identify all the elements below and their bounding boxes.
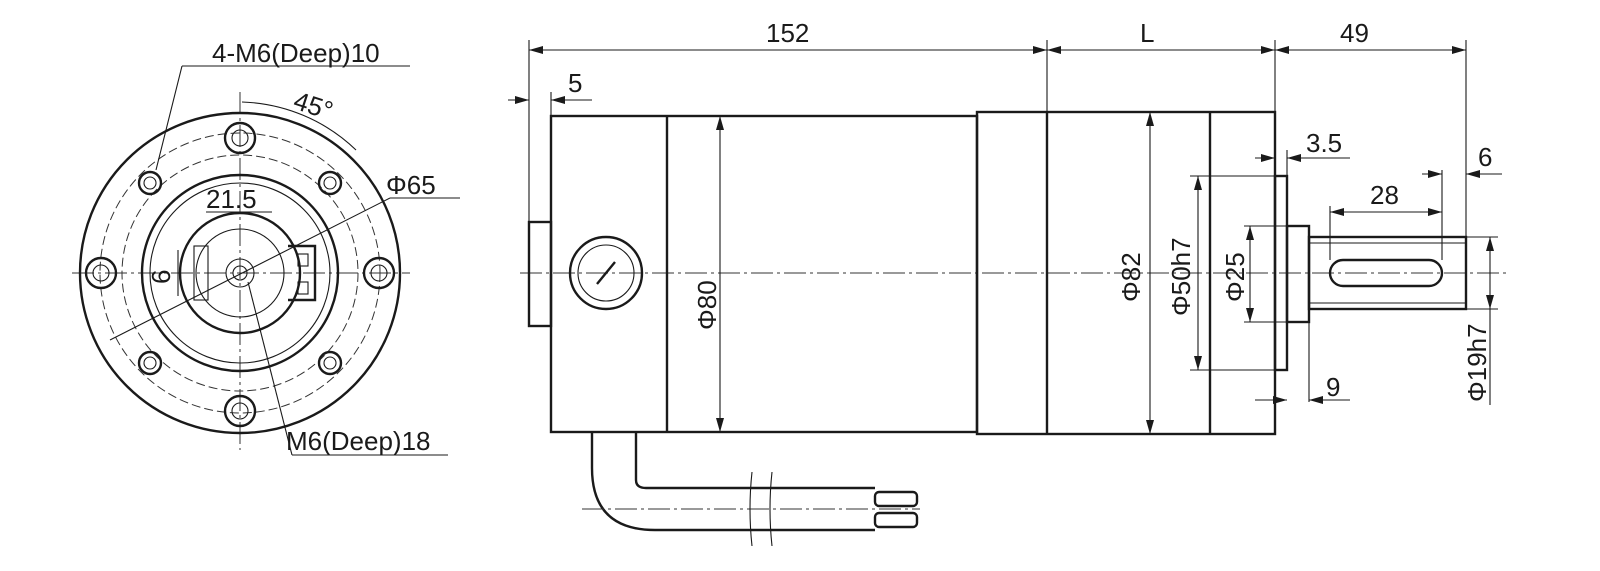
shaft-length-label: 49 [1340,18,1369,48]
output-shaft [1307,235,1468,311]
pilot-thickness-label: 3.5 [1306,128,1342,158]
gearbox-length-label: L [1140,18,1154,48]
key-length-label: 28 [1370,180,1399,210]
arrowheads [515,46,1494,434]
gearbox-diameter-label: Φ82 [1116,252,1146,302]
pilot-inner-ring [149,182,331,364]
outer-flange [78,111,402,435]
pilot-diameter-label: Φ50h7 [1166,237,1196,316]
pitch-circle-label: Φ65 [386,170,436,200]
collar-diameter-label: Φ25 [1220,252,1250,302]
motor-body [549,114,979,434]
shaft-collar-side [1285,224,1311,324]
rear-cap [527,220,553,328]
shaft-tip-label: 6 [1478,142,1492,172]
mount-holes [84,121,396,428]
cable [582,432,920,547]
bolt-pitch-circle [121,154,359,392]
center-tap-label: M6(Deep)18 [286,426,431,456]
cable-clamp [288,244,317,302]
bolt-angle: 45° [290,85,337,126]
rear-offset-label: 5 [568,68,582,98]
mount-pitch-circle [99,132,381,414]
front-view: 4-M6(Deep)10 45° Φ65 21.5 6 M6(Deep)18 [72,38,460,456]
shaft-end [195,228,285,318]
collar-length-label: 9 [1326,372,1340,402]
motor-diameter-label: Φ80 [692,280,722,330]
side-view: 152 L 49 5 3.5 6 28 9 Φ80 Φ82 Φ50h7 Φ25 … [508,18,1510,547]
hole-callout: 4-M6(Deep)10 [212,38,380,68]
key-width-label: 21.5 [206,184,257,214]
shaft-collar [178,211,302,335]
center-tap-hole [225,258,255,288]
motor-length-label: 152 [766,18,809,48]
brush-cap [568,235,644,311]
shaft-diameter-label: Φ19h7 [1462,323,1492,402]
threaded-holes [137,170,343,376]
pilot-boss [140,173,340,373]
keyway [193,245,209,301]
keyway-depth-label: 6 [146,270,176,284]
shaft-key [1328,258,1444,288]
